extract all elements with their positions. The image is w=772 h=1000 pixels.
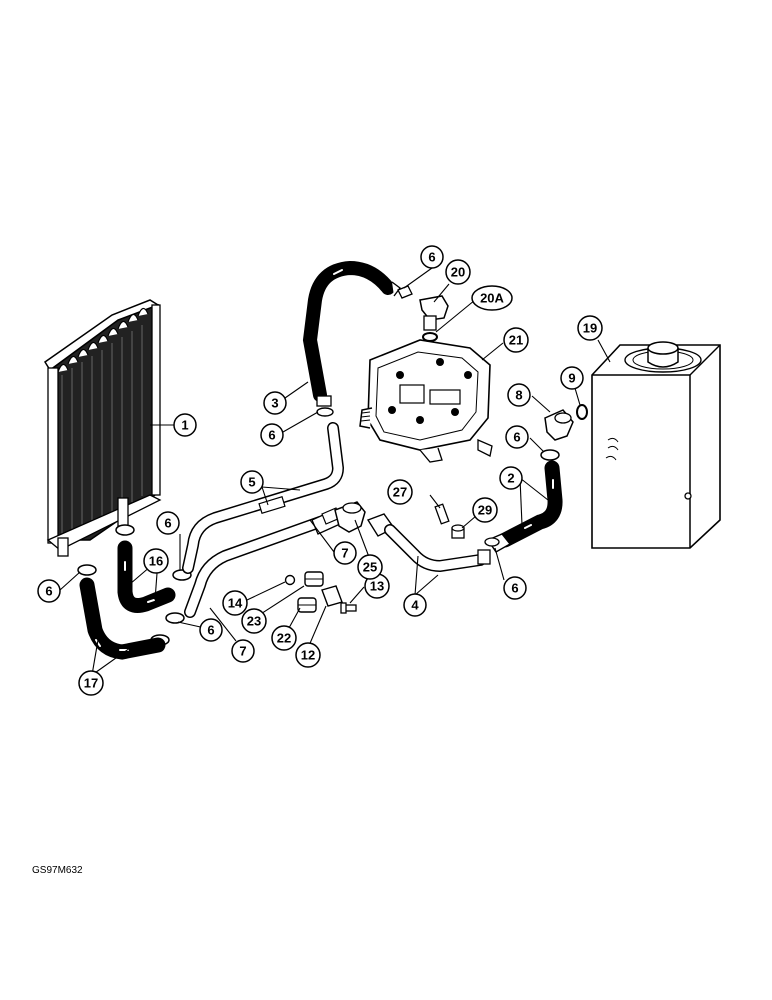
callout-20: 20 — [445, 259, 471, 285]
svg-text:17: 17 — [84, 676, 98, 691]
callout-22: 22 — [271, 625, 297, 651]
callout-27: 27 — [387, 479, 413, 505]
o-ring-20a — [422, 332, 438, 342]
hydraulic-reservoir — [591, 341, 721, 549]
svg-text:4: 4 — [411, 598, 419, 613]
svg-text:5: 5 — [248, 475, 255, 490]
hose-16 — [117, 540, 176, 613]
hose-2 — [486, 449, 563, 553]
svg-text:20: 20 — [451, 265, 465, 280]
svg-text:25: 25 — [363, 560, 377, 575]
svg-text:22: 22 — [277, 631, 291, 646]
clamp — [484, 537, 500, 547]
seal-9 — [576, 404, 588, 420]
callout-6: 6 — [505, 425, 529, 449]
elbow-25 — [334, 501, 366, 533]
callout-8: 8 — [507, 383, 531, 407]
fitting-27 — [434, 503, 450, 525]
svg-text:3: 3 — [271, 396, 278, 411]
oil-cooler — [43, 299, 162, 557]
fitting-29 — [451, 524, 465, 539]
clamp-half-22 — [297, 597, 317, 613]
svg-text:6: 6 — [207, 623, 214, 638]
callout-21: 21 — [503, 327, 529, 353]
svg-text:6: 6 — [268, 428, 275, 443]
svg-text:14: 14 — [228, 596, 243, 611]
callout-12: 12 — [295, 642, 321, 668]
callout-2: 2 — [499, 466, 523, 490]
figure-code: GS97M632 — [32, 865, 83, 876]
svg-text:6: 6 — [513, 430, 520, 445]
svg-text:2: 2 — [507, 471, 514, 486]
elbow-8 — [544, 409, 574, 441]
callout-5: 5 — [240, 470, 264, 494]
callout-4: 4 — [403, 593, 427, 617]
clamp-half-23 — [304, 571, 324, 587]
tube-5 — [182, 422, 345, 574]
callout-3: 3 — [263, 391, 287, 415]
svg-text:16: 16 — [149, 554, 163, 569]
callout-25: 25 — [357, 554, 383, 580]
svg-text:29: 29 — [478, 503, 492, 518]
svg-text:20A: 20A — [480, 291, 504, 306]
callout-16: 16 — [143, 548, 169, 574]
callout-19: 19 — [577, 315, 603, 341]
callout-6: 6 — [37, 579, 61, 603]
callout-9: 9 — [560, 366, 584, 390]
svg-text:9: 9 — [568, 371, 575, 386]
svg-text:8: 8 — [515, 388, 522, 403]
tube-4 — [366, 513, 491, 573]
svg-text:13: 13 — [370, 579, 384, 594]
callout-6: 6 — [260, 423, 284, 447]
hose-3 — [302, 260, 401, 407]
fitting-20 — [419, 295, 449, 331]
callout-17: 17 — [78, 670, 104, 696]
svg-text:6: 6 — [164, 516, 171, 531]
svg-text:7: 7 — [341, 546, 348, 561]
svg-text:12: 12 — [301, 648, 315, 663]
svg-text:7: 7 — [239, 644, 246, 659]
callout-20a: 20A — [471, 285, 513, 311]
callout-1: 1 — [173, 413, 197, 437]
svg-text:6: 6 — [428, 250, 435, 265]
callout-6: 6 — [503, 576, 527, 600]
svg-text:6: 6 — [511, 581, 518, 596]
plate-12 — [321, 585, 343, 607]
svg-text:23: 23 — [247, 614, 261, 629]
callout-6: 6 — [156, 511, 180, 535]
callout-7: 7 — [231, 639, 255, 663]
callout-29: 29 — [472, 497, 498, 523]
callout-6: 6 — [420, 245, 444, 269]
callout-14: 14 — [222, 590, 248, 616]
svg-text:6: 6 — [45, 584, 52, 599]
callout-7: 7 — [333, 541, 357, 565]
svg-text:21: 21 — [509, 333, 523, 348]
hydraulic-pump — [359, 339, 493, 463]
nut-14 — [284, 574, 296, 586]
svg-text:19: 19 — [583, 321, 597, 336]
svg-text:27: 27 — [393, 485, 407, 500]
callout-23: 23 — [241, 608, 267, 634]
leader-lines — [59, 267, 611, 676]
tube-7 — [184, 507, 341, 618]
bolt-13 — [340, 602, 357, 614]
callout-6: 6 — [199, 618, 223, 642]
svg-text:1: 1 — [181, 418, 188, 433]
